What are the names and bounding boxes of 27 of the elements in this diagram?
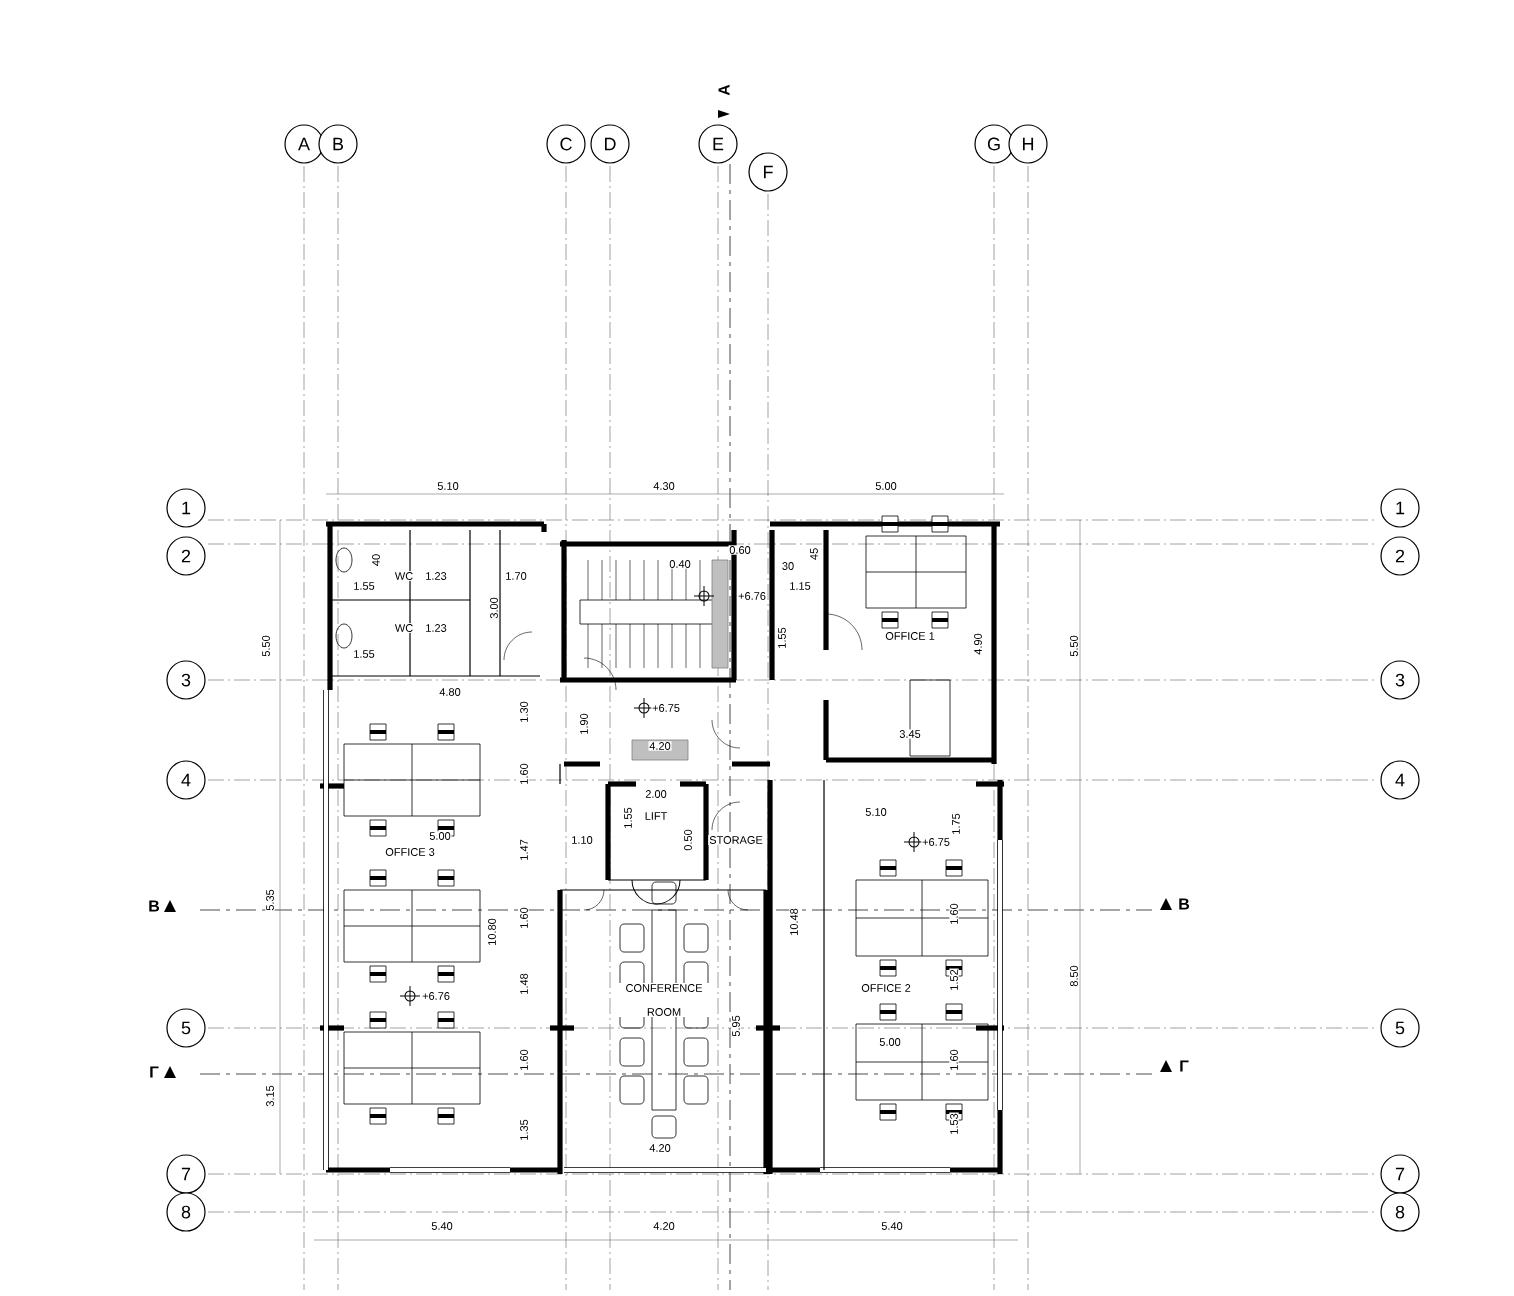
grid-bubble: A [284,124,324,164]
section-mark: B [149,900,176,912]
grid-bubble: 4 [166,760,206,800]
grid-bubble: 2 [1380,536,1420,576]
grid-bubble: 1 [166,488,206,528]
section-mark: Γ [1160,1060,1189,1072]
grid-bubble: C [546,124,586,164]
grid-bubble: E [698,124,738,164]
grid-bubble: 5 [1380,1008,1420,1048]
grid-bubble: B [318,124,358,164]
grid-bubble: D [590,124,630,164]
grid-bubble: 8 [166,1192,206,1232]
grid-bubble: 3 [166,660,206,700]
section-mark: A [718,84,730,118]
grid-bubble: 7 [166,1154,206,1194]
grid-bubble: F [748,152,788,192]
grid-bubble: 7 [1380,1154,1420,1194]
grid-bubble: 1 [1380,488,1420,528]
grid-bubble: G [974,124,1014,164]
section-mark: B [1160,898,1190,910]
grid-bubble: 8 [1380,1192,1420,1232]
grid-bubble: 4 [1380,760,1420,800]
grid-bubble: 2 [166,536,206,576]
grid-bubble: 3 [1380,660,1420,700]
grid-bubble: 5 [166,1008,206,1048]
grid-bubble: H [1008,124,1048,164]
section-mark: Γ [150,1066,176,1078]
